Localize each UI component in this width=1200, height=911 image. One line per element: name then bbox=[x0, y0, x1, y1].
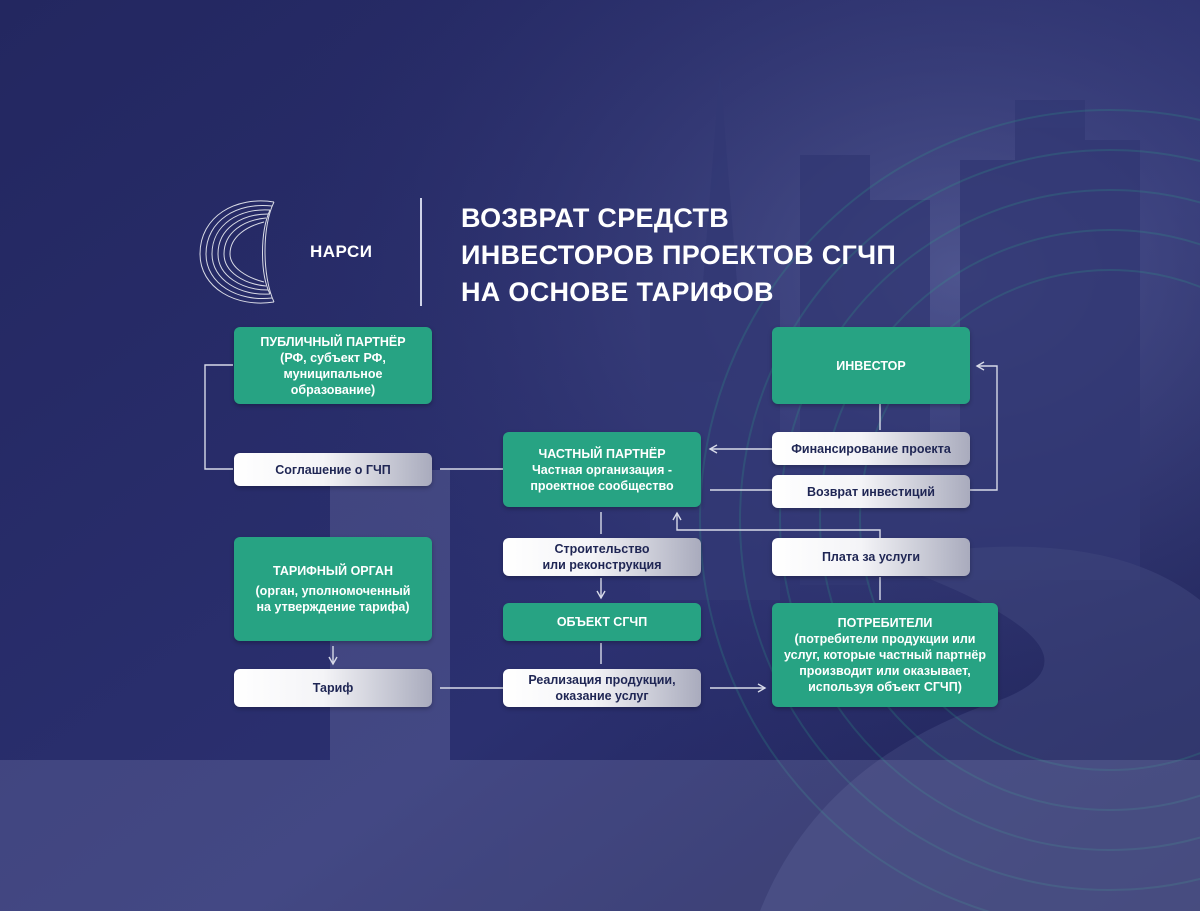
consumers-line-3: производит или оказывает, bbox=[799, 664, 971, 678]
tariff-body-line-2: на утверждение тарифа) bbox=[256, 600, 410, 614]
realization-line-2: оказание услуг bbox=[555, 689, 649, 703]
construction-line-2: или реконструкция bbox=[542, 558, 662, 572]
tariff-box: Тариф bbox=[234, 669, 432, 707]
public-partner-box: ПУБЛИЧНЫЙ ПАРТНЁР (РФ, субъект РФ, муниц… bbox=[234, 327, 432, 404]
title-line-2: ИНВЕСТОРОВ ПРОЕКТОВ СГЧП bbox=[461, 240, 897, 270]
investor-box: ИНВЕСТОР bbox=[772, 327, 970, 404]
object-sgchp-box: ОБЪЕКТ СГЧП bbox=[503, 603, 701, 641]
realization-line-1: Реализация продукции, bbox=[528, 673, 676, 687]
private-partner-line-2: проектное сообщество bbox=[530, 478, 674, 493]
payment-label: Плата за услуги bbox=[821, 550, 921, 564]
realization-box: Реализация продукции, оказание услуг bbox=[503, 669, 701, 707]
financing-box: Финансирование проекта bbox=[772, 432, 970, 465]
brand-name: НАРСИ bbox=[310, 242, 373, 261]
consumers-line-4: используя объект СГЧП) bbox=[808, 680, 962, 694]
financing-label: Финансирование проекта bbox=[791, 441, 951, 456]
public-partner-title: ПУБЛИЧНЫЙ ПАРТНЁР bbox=[260, 334, 406, 349]
connector-payment-private bbox=[672, 511, 881, 538]
consumers-title: ПОТРЕБИТЕЛИ bbox=[837, 616, 933, 630]
investor-label: ИНВЕСТОР bbox=[836, 358, 906, 373]
page-title: ВОЗВРАТ СРЕДСТВ ИНВЕСТОРОВ ПРОЕКТОВ СГЧП… bbox=[461, 200, 896, 311]
narsi-logo-icon bbox=[199, 200, 275, 304]
public-partner-line-1: (РФ, субъект РФ, bbox=[280, 350, 386, 365]
construction-line-1: Строительство bbox=[554, 542, 650, 556]
tariff-body-line-1: (орган, уполномоченный bbox=[255, 584, 411, 598]
connector-return-investor bbox=[970, 361, 998, 491]
tariff-body-box: ТАРИФНЫЙ ОРГАН (орган, уполномоченный на… bbox=[234, 537, 432, 641]
gchp-agreement-label: Соглашение о ГЧП bbox=[275, 462, 391, 477]
public-partner-line-3: образование) bbox=[290, 382, 376, 397]
private-partner-title: ЧАСТНЫЙ ПАРТНЁР bbox=[538, 446, 666, 461]
return-investment-box: Возврат инвестиций bbox=[772, 475, 970, 508]
title-line-3: НА ОСНОВЕ ТАРИФОВ bbox=[461, 277, 774, 307]
title-line-1: ВОЗВРАТ СРЕДСТВ bbox=[461, 203, 730, 233]
object-sgchp-label: ОБЪЕКТ СГЧП bbox=[556, 615, 648, 629]
consumers-line-1: (потребители продукции или bbox=[794, 632, 976, 646]
private-partner-box: ЧАСТНЫЙ ПАРТНЁР Частная организация - пр… bbox=[503, 432, 701, 507]
consumers-line-2: услуг, которые частный партнёр bbox=[783, 648, 986, 662]
payment-box: Плата за услуги bbox=[772, 538, 970, 576]
tariff-body-title: ТАРИФНЫЙ ОРГАН bbox=[272, 564, 393, 578]
return-investment-label: Возврат инвестиций bbox=[807, 484, 935, 499]
header-divider bbox=[420, 198, 422, 306]
public-partner-line-2: муниципальное bbox=[283, 366, 383, 381]
tariff-label: Тариф bbox=[312, 681, 354, 695]
construction-box: Строительство или реконструкция bbox=[503, 538, 701, 576]
consumers-box: ПОТРЕБИТЕЛИ (потребители продукции или у… bbox=[772, 603, 998, 707]
connector-public-agreement bbox=[204, 364, 233, 470]
private-partner-line-1: Частная организация - bbox=[531, 462, 673, 477]
gchp-agreement-box: Соглашение о ГЧП bbox=[234, 453, 432, 486]
